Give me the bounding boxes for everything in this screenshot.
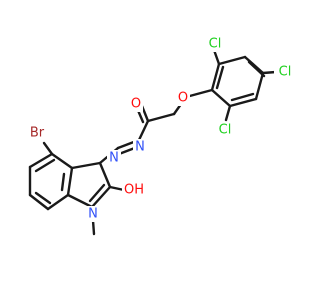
hydrazone-nitrogen-label-1: N	[135, 140, 145, 155]
atom-labels: Cl Cl Cl O O N N Br OH N	[27, 36, 296, 222]
bond	[212, 48, 221, 66]
bond	[70, 161, 102, 170]
bond	[90, 185, 112, 209]
bond	[88, 183, 106, 203]
bond	[137, 119, 150, 142]
molecule-structure: Cl Cl Cl O O N N Br OH N	[27, 36, 296, 236]
bond	[243, 55, 265, 75]
hydroxyl-label: OH	[124, 183, 144, 198]
bond	[230, 92, 255, 102]
bond	[224, 104, 232, 122]
bond	[217, 55, 247, 66]
bond	[66, 193, 94, 209]
bond	[108, 185, 126, 192]
bond	[50, 152, 74, 170]
hydrazone-nitrogen-label-2: N	[109, 151, 119, 166]
bond	[184, 88, 214, 99]
chlorine-label-bottom: Cl	[219, 123, 232, 138]
ether-oxygen-label: O	[178, 91, 188, 106]
bond	[28, 193, 50, 211]
bond	[210, 62, 221, 92]
chlorine-label-top: Cl	[209, 37, 222, 52]
bond	[66, 166, 74, 197]
bond	[42, 141, 54, 156]
bond	[34, 191, 52, 205]
bond	[247, 60, 266, 78]
carbonyl-oxygen-label: O	[131, 97, 141, 112]
bond	[254, 71, 265, 101]
bond	[46, 193, 70, 211]
bond	[228, 97, 258, 108]
bond	[146, 112, 176, 123]
bond	[60, 172, 66, 192]
bond	[28, 152, 54, 169]
bond	[261, 70, 278, 75]
bond	[34, 158, 56, 173]
chlorine-label-right: Cl	[279, 65, 292, 80]
bond	[215, 65, 225, 90]
bond	[98, 161, 112, 189]
ring-nitrogen-label: N	[88, 207, 98, 222]
bond	[210, 88, 232, 108]
bonds	[28, 48, 278, 236]
bromine-label: Br	[30, 126, 45, 141]
